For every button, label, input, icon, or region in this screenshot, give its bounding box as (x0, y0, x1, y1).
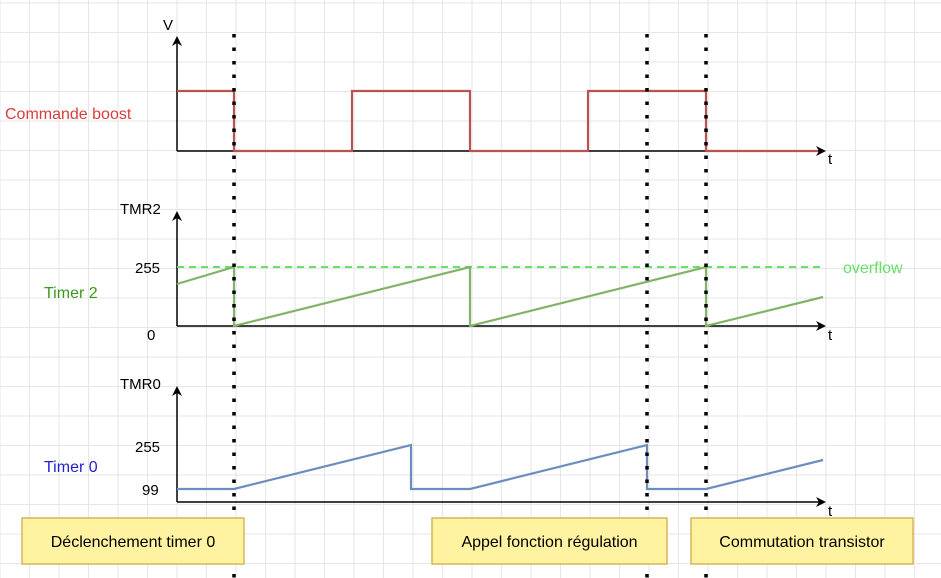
annotation-text: Déclenchement timer 0 (51, 534, 216, 551)
timer0-x-axis-label: t (828, 503, 833, 520)
annotation-box (21, 517, 245, 565)
boost-x-axis-label: t (828, 151, 833, 168)
timer0-signal-label: Timer 0 (44, 459, 98, 476)
annotation-text: Commutation transistor (719, 534, 885, 551)
annotation-regulation-call: Appel fonction régulation (431, 517, 668, 565)
annotation-text: Appel fonction régulation (461, 534, 637, 551)
timer2-plot: TMR2 t 255 0 Timer 2 overflow (44, 201, 903, 344)
annotation-box (690, 517, 914, 565)
boost-plot: V t Commande boost (5, 17, 833, 168)
timer2-signal (176, 265, 824, 328)
timer0-y-axis-label: TMR0 (120, 376, 161, 393)
annotation-box (431, 517, 668, 565)
annotation-transistor-switch: Commutation transistor (690, 517, 914, 565)
timer2-signal-label: Timer 2 (44, 285, 98, 302)
event-markers (232, 34, 708, 578)
overflow-label: overflow (843, 260, 903, 277)
timer2-x-axis-label: t (828, 327, 833, 344)
timer2-tick-255: 255 (135, 260, 160, 277)
timer0-signal (177, 443, 824, 491)
timer2-y-axis-label: TMR2 (120, 201, 161, 218)
boost-y-axis-label: V (163, 17, 173, 34)
timer0-tick-99: 99 (142, 482, 159, 499)
timer0-plot: TMR0 t 255 99 Timer 0 (44, 376, 833, 520)
boost-signal-label: Commande boost (5, 106, 132, 123)
annotation-timer0-trigger: Déclenchement timer 0 (21, 517, 245, 565)
boost-signal (177, 89, 818, 153)
timer2-tick-0: 0 (147, 327, 155, 344)
timer0-tick-255: 255 (135, 439, 160, 456)
